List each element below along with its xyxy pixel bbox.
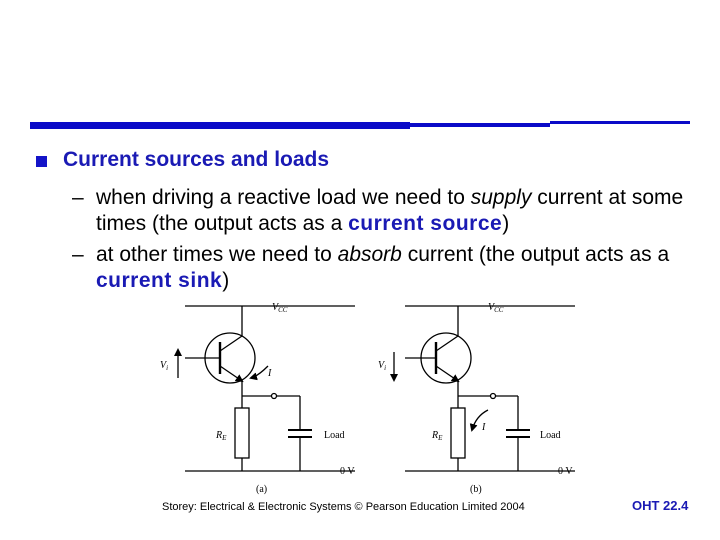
bullet-2-part: current (the output acts as a [401, 243, 670, 266]
caption-b: (b) [470, 484, 482, 495]
vcc-label-a: VCC [272, 302, 288, 314]
bullet-2-emphasis: absorb [337, 243, 402, 266]
bullet-1-part: current at some times (the output acts a… [96, 186, 684, 235]
heading-row: Current sources and loads [36, 148, 329, 172]
circuit-b-labels: VCC Vi I RE Load 0 V (b) [378, 302, 573, 495]
bullet-2-text: at other times we need to absorb current… [96, 242, 696, 294]
circuit-b [390, 305, 575, 472]
ground-label-b: 0 V [558, 466, 573, 477]
current-label-b: I [481, 422, 486, 433]
header-rule-medium [410, 123, 550, 127]
caption-a: (a) [256, 484, 267, 495]
circuit-a [174, 305, 355, 472]
bullet-1-highlight: current source [348, 212, 503, 235]
bullet-2: – at other times we need to absorb curre… [72, 242, 696, 294]
ground-label-a: 0 V [340, 466, 355, 477]
circuit-a-labels: VCC Vi I RE Load 0 V (a) [160, 302, 355, 495]
load-label-a: Load [324, 430, 345, 441]
bullet-2-part: at other times we need to [96, 243, 338, 266]
header-rule-thick [30, 122, 410, 129]
vi-label-b: Vi [378, 360, 386, 372]
dash-1: – [72, 186, 84, 209]
bullet-1-text: when driving a reactive load we need to … [96, 185, 696, 237]
square-bullet-icon [36, 155, 47, 167]
vi-label-a: Vi [160, 360, 168, 372]
re-label-b: RE [431, 430, 443, 442]
dash-2: – [72, 243, 84, 266]
header-rule-thin [550, 121, 690, 124]
vcc-label-b: VCC [488, 302, 504, 314]
bullet-1-part: when driving a reactive load we need to [96, 186, 471, 209]
re-label-a: RE [215, 430, 227, 442]
footer-credit: Storey: Electrical & Electronic Systems … [162, 501, 525, 513]
bullet-1-emphasis: supply [470, 186, 532, 209]
slide-heading: Current sources and loads [63, 148, 330, 171]
bullet-2-highlight: current sink [96, 269, 223, 292]
bullet-2-part: ) [222, 269, 230, 292]
bullet-1: – when driving a reactive load we need t… [72, 185, 696, 237]
bullet-1-part: ) [502, 212, 510, 235]
page-number: OHT 22.4 [632, 498, 689, 513]
current-label-a: I [267, 368, 272, 379]
load-label-b: Load [540, 430, 561, 441]
